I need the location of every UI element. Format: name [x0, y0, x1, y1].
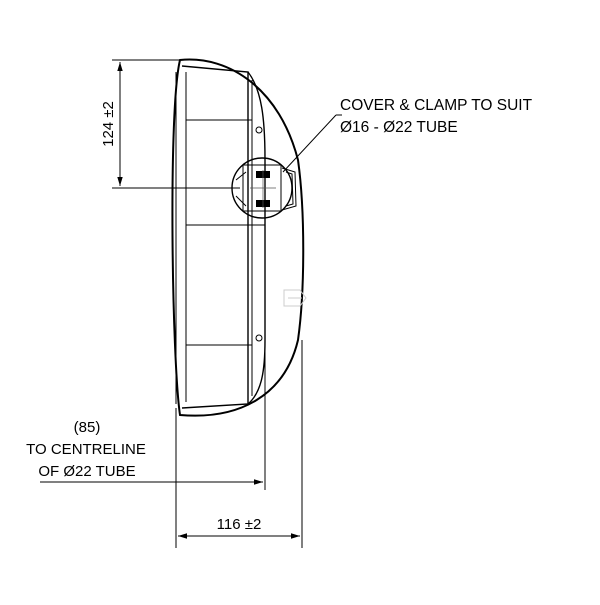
clamp-hatch-2 — [235, 195, 247, 207]
mirror-body — [171, 58, 305, 417]
clamp-hatch-1 — [235, 171, 247, 181]
height-dimension-label: 124 ±2 — [100, 101, 117, 147]
width-dimension: 116 ±2 — [175, 215, 303, 548]
mirror-back-housing — [247, 71, 266, 405]
height-dimension: 124 ±2 — [100, 59, 240, 189]
centreline-dimension: (85) TO CENTRELINE OF Ø22 TUBE — [26, 419, 263, 485]
callout-leader — [282, 114, 337, 173]
tube-clamp — [231, 157, 297, 219]
width-dimension-label: 116 ±2 — [217, 516, 262, 533]
centreline-label-line1: TO CENTRELINE — [26, 441, 146, 458]
mirror-outer-shell — [171, 58, 305, 417]
clamp-body — [242, 164, 282, 212]
clamp-cover-inner — [285, 171, 294, 207]
screw-top-icon — [255, 126, 263, 134]
clamp-cover — [281, 167, 297, 211]
centreline-label-line2: OF Ø22 TUBE — [38, 463, 135, 480]
centreline-value-label: (85) — [74, 419, 101, 436]
screw-bottom-icon — [255, 334, 263, 342]
callout-label-line1: COVER & CLAMP TO SUIT — [340, 97, 533, 114]
watermark-logo — [283, 289, 307, 307]
mirror-glass-plate — [181, 65, 249, 409]
clamp-callout: COVER & CLAMP TO SUIT Ø16 - Ø22 TUBE — [282, 97, 533, 173]
callout-label-line2: Ø16 - Ø22 TUBE — [340, 119, 458, 136]
